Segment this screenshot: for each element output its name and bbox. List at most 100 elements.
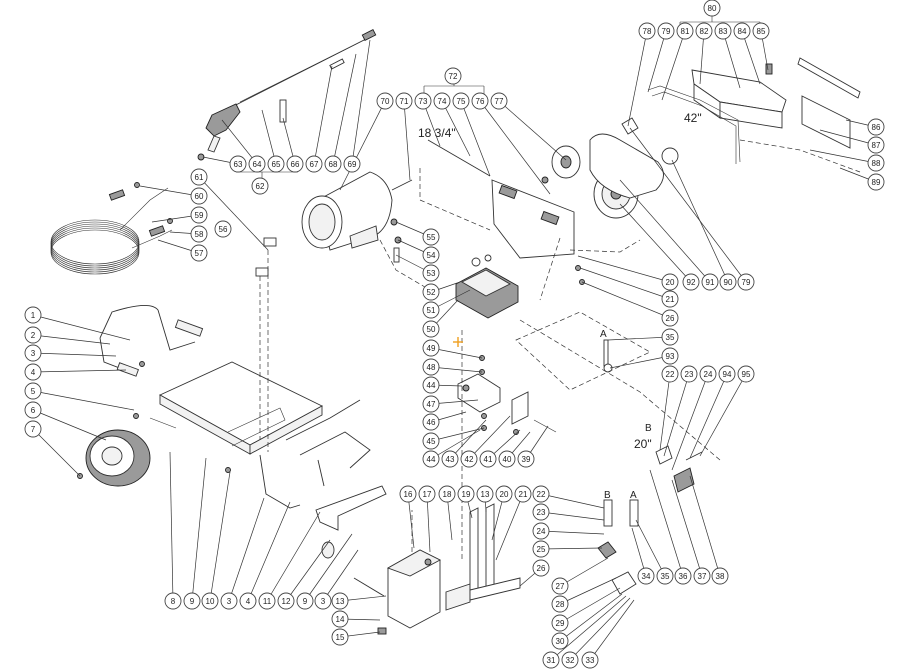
callout-circle — [581, 651, 599, 669]
part-callout-65: 65 — [267, 155, 285, 173]
part-callout-45: 45 — [422, 432, 440, 450]
callout-number: 24 — [704, 370, 713, 379]
callout-number: 78 — [643, 27, 652, 36]
assembly-guides — [259, 139, 861, 560]
callout-number: 46 — [427, 418, 436, 427]
callout-circle — [542, 651, 560, 669]
callout-circle — [682, 273, 700, 291]
leader-line — [479, 100, 551, 195]
callout-number: 93 — [666, 352, 675, 361]
callout-circle — [190, 206, 208, 224]
callout-circle — [296, 592, 314, 610]
part-callout-13: 13 — [331, 592, 349, 610]
leader-line — [351, 39, 371, 165]
part-callout-13: 13 — [476, 485, 494, 503]
callout-circle — [422, 432, 440, 450]
callout-number: 40 — [503, 455, 512, 464]
callout-circle — [476, 485, 494, 503]
callout-number: 37 — [698, 572, 707, 581]
part-callout-35: 35 — [656, 567, 674, 585]
callout-circle — [699, 365, 717, 383]
callout-number: 20 — [666, 278, 675, 287]
part-callout-21: 21 — [514, 485, 532, 503]
callout-circle — [438, 485, 456, 503]
callout-number: 9 — [303, 597, 308, 606]
belt-length-label: 42" — [684, 111, 702, 125]
part-callout-74: 74 — [433, 92, 451, 110]
callout-circle — [422, 246, 440, 264]
part-callout-9: 9 — [296, 592, 314, 610]
callout-number: 15 — [336, 633, 345, 642]
part-callout-92: 92 — [682, 273, 700, 291]
hose-length-label: 20" — [634, 437, 652, 451]
callout-circle — [314, 592, 332, 610]
callout-circle — [229, 155, 247, 173]
part-callout-52: 52 — [422, 283, 440, 301]
leader-line — [198, 176, 269, 251]
leader-line — [689, 475, 721, 577]
connection-b-label: B — [645, 423, 652, 434]
part-callout-10: 10 — [201, 592, 219, 610]
callout-circle — [867, 136, 885, 154]
callout-circle — [441, 450, 459, 468]
callout-number: 42 — [465, 455, 474, 464]
leader-line — [495, 493, 524, 561]
callout-circle — [277, 592, 295, 610]
callout-circle — [680, 365, 698, 383]
leader-line — [722, 30, 741, 89]
leader-line — [247, 501, 291, 602]
callout-number: 53 — [427, 269, 436, 278]
callout-circle — [551, 577, 569, 595]
callout-circle — [460, 450, 478, 468]
part-callout-9: 9 — [183, 592, 201, 610]
callout-circle — [343, 155, 361, 173]
leader-line — [647, 30, 667, 93]
part-callout-43: 43 — [441, 450, 459, 468]
leader-line — [468, 415, 511, 460]
callout-number: 48 — [427, 363, 436, 372]
callout-number: 32 — [566, 656, 575, 665]
part-callout-5: 5 — [24, 382, 42, 400]
callout-circle — [657, 22, 675, 40]
callout-number: 3 — [227, 597, 232, 606]
callout-number: 6 — [31, 406, 36, 415]
part-callout-11: 11 — [258, 592, 276, 610]
callout-circle — [551, 595, 569, 613]
part-callout-57: 57 — [190, 244, 208, 262]
callout-number: 30 — [556, 637, 565, 646]
leader-line — [285, 539, 331, 602]
callout-circle — [24, 306, 42, 324]
callout-circle — [305, 155, 323, 173]
callout-number: 82 — [700, 27, 709, 36]
callout-circle — [214, 220, 232, 238]
callout-number: 39 — [522, 455, 531, 464]
callout-number: 54 — [427, 251, 436, 260]
callout-number: 88 — [872, 159, 881, 168]
callout-circle — [517, 450, 535, 468]
pump-bracket — [457, 373, 557, 433]
callout-number: 61 — [195, 173, 204, 182]
part-callout-24: 24 — [532, 522, 550, 540]
callout-number: 2 — [31, 331, 36, 340]
callout-number: 77 — [495, 97, 504, 106]
leader-line — [671, 373, 709, 471]
part-callout-3: 3 — [220, 592, 238, 610]
callout-number: 10 — [206, 597, 215, 606]
wheel — [77, 429, 151, 487]
leader-line — [689, 373, 728, 459]
callout-number: 56 — [219, 225, 228, 234]
callout-circle — [324, 155, 342, 173]
leader-line — [619, 179, 711, 283]
callout-number: 28 — [556, 600, 565, 609]
part-callout-21: 21 — [661, 290, 679, 308]
callout-circle — [422, 413, 440, 431]
callout-circle — [661, 273, 679, 291]
part-callout-73: 73 — [414, 92, 432, 110]
leader-line — [540, 547, 603, 550]
leader-line — [579, 267, 671, 300]
callout-number: 74 — [438, 97, 447, 106]
part-callout-93: 93 — [661, 347, 679, 365]
pump — [455, 254, 519, 319]
callout-number: 44 — [427, 381, 436, 390]
